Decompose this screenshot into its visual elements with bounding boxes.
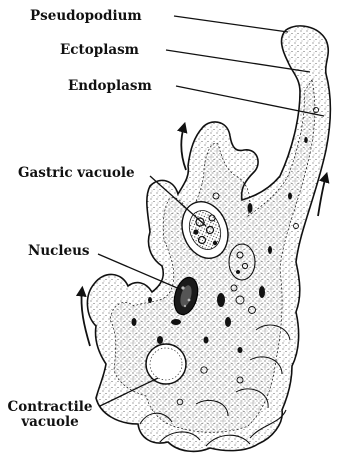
label-ectoplasm: Ectoplasm — [60, 43, 139, 58]
label-endoplasm: Endoplasm — [68, 79, 152, 94]
label-pseudopodium: Pseudopodium — [30, 9, 142, 24]
label-gastric-vacuole: Gastric vacuole — [18, 166, 135, 181]
arrow-upper-left — [181, 126, 186, 170]
label-contractile-line2: vacuole — [4, 415, 96, 430]
label-contractile-line1: Contractile — [4, 400, 96, 415]
arrow-right — [318, 176, 326, 216]
label-contractile-vacuole: Contractile vacuole — [4, 400, 96, 430]
contractile-vacuole — [146, 344, 186, 384]
pseudopodium-leader — [174, 16, 288, 32]
label-nucleus: Nucleus — [28, 244, 90, 259]
